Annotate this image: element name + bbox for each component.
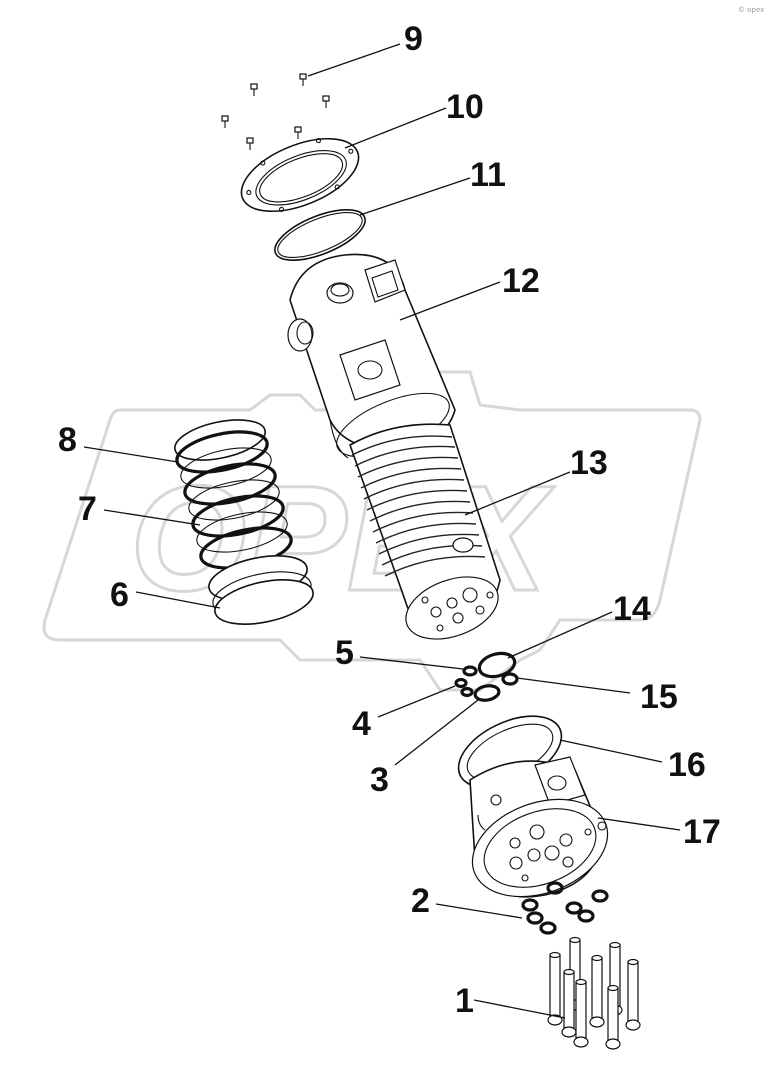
- screw: [294, 126, 302, 139]
- washer: [526, 911, 544, 925]
- part-15-o-ring: [501, 672, 519, 686]
- callout-10: 10: [446, 88, 484, 126]
- callout-11: 11: [470, 156, 506, 194]
- callout-4: 4: [352, 705, 371, 743]
- callout-15: 15: [640, 678, 678, 716]
- spindle-end-ports: [421, 587, 494, 632]
- watermark-gear-outline: [42, 370, 702, 692]
- part-5-o-ring: [462, 665, 478, 677]
- end-cap-ports: [509, 821, 607, 882]
- part-9-screws: [221, 73, 330, 150]
- corner-mark: © opex: [738, 6, 764, 14]
- leader-11: [359, 177, 471, 216]
- leader-6: [135, 591, 221, 609]
- callout-6: 6: [110, 576, 129, 614]
- leader-4: [377, 685, 456, 718]
- leader-14: [507, 611, 613, 659]
- callout-7: 7: [78, 490, 97, 528]
- part-13-spindle: [349, 423, 501, 640]
- bolt: [561, 968, 577, 1038]
- callout-8: 8: [58, 421, 77, 459]
- leader-13: [464, 471, 571, 516]
- leader-12: [399, 281, 501, 321]
- callout-16: 16: [668, 746, 706, 784]
- leader-1: [473, 999, 566, 1019]
- leader-10: [344, 107, 447, 149]
- part-6-seal-rings: [208, 555, 314, 625]
- washer: [546, 881, 564, 895]
- callout-2: 2: [411, 882, 430, 920]
- part-1-bolts: [547, 936, 641, 1050]
- part-3-o-ring: [473, 684, 501, 702]
- part-2-washers: [521, 881, 609, 935]
- leader-17: [597, 817, 681, 831]
- part-10-flange-plate: [240, 137, 360, 213]
- part-12-housing: [287, 253, 456, 459]
- callout-13: 13: [570, 444, 608, 482]
- callout-5: 5: [335, 634, 354, 672]
- leader-16: [559, 739, 663, 763]
- screw: [322, 95, 330, 108]
- washer: [565, 901, 583, 915]
- screw: [299, 73, 307, 86]
- part-17-end-cap: [469, 756, 609, 898]
- leader-7: [103, 509, 201, 526]
- leader-9: [307, 43, 401, 77]
- leader-2: [435, 903, 523, 919]
- leader-3: [394, 699, 479, 766]
- callout-1: 1: [455, 982, 474, 1020]
- spindle-grooves: [351, 435, 486, 577]
- leader-lines: [83, 43, 681, 1019]
- callout-12: 12: [502, 262, 540, 300]
- callout-3: 3: [370, 761, 389, 799]
- bolt: [589, 954, 605, 1028]
- bolt: [547, 951, 563, 1026]
- bolt: [605, 984, 621, 1050]
- callout-9: 9: [404, 20, 423, 58]
- leader-5: [359, 656, 464, 670]
- part-11-seal-ring: [274, 209, 366, 261]
- leader-15: [516, 677, 631, 694]
- leader-8: [83, 446, 179, 463]
- screw: [250, 83, 258, 96]
- bolt: [625, 958, 641, 1031]
- part-14-o-ring: [477, 651, 517, 679]
- washer: [521, 898, 539, 912]
- screw: [246, 137, 254, 150]
- bolt: [573, 978, 589, 1048]
- washer: [539, 921, 557, 935]
- washer: [591, 889, 609, 903]
- callout-17: 17: [683, 813, 721, 851]
- washer: [577, 909, 595, 923]
- part-8-seal-stack: [174, 419, 280, 521]
- callout-14: 14: [613, 590, 651, 628]
- screw: [221, 115, 229, 128]
- part-4-o-rings: [454, 677, 474, 698]
- callout-numbers: 1 2 3 4 5 6 7 8 9 10 11 12 13 14 15 16 1…: [58, 20, 721, 1020]
